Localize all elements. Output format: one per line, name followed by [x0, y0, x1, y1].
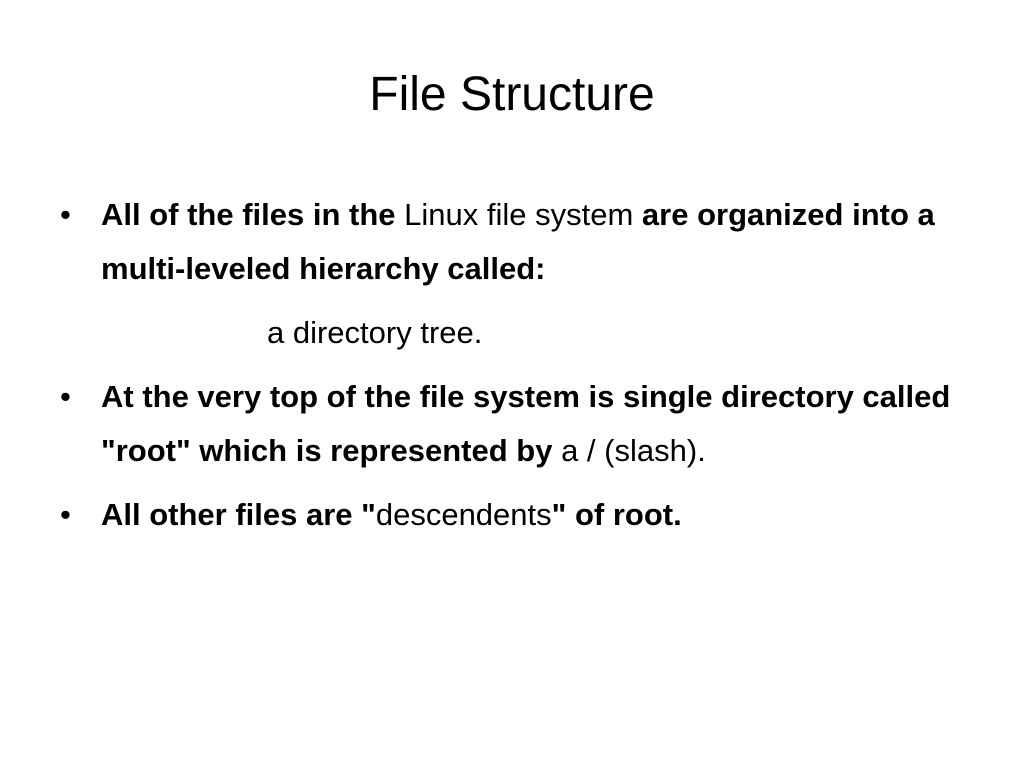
bullet-text-segment: At the very top of the file system is si…: [101, 379, 951, 468]
bullet-text-segment: Linux file system: [404, 197, 642, 232]
bullet-text-segment: All other files are ": [101, 497, 376, 532]
bullet-subline: a directory tree.: [267, 315, 483, 350]
bullet-dot-icon: •: [60, 197, 71, 232]
bullet-text-segment: " of root.: [551, 497, 682, 532]
bullet-item: • All of the files in the Linux file sys…: [58, 188, 958, 296]
bullet-dot-icon: •: [60, 497, 71, 532]
slide-title: File Structure: [369, 68, 655, 121]
bullet-dot-icon: •: [60, 379, 71, 414]
bullet-item: • All other files are "descendents" of r…: [58, 488, 958, 542]
bullet-text-segment: descendents: [375, 497, 552, 532]
bullet-text: All of the files in the Linux file syste…: [101, 197, 935, 286]
bullet-item: • At the very top of the file system is …: [58, 370, 958, 478]
bullet-text: At the very top of the file system is si…: [101, 379, 950, 468]
bullet-text: All other files are "descendents" of roo…: [101, 497, 682, 532]
bullet-text-segment: All of the files in the: [101, 197, 405, 232]
bullet-text-segment: are organized into a multi-leveled hiera…: [101, 197, 935, 286]
slide-body: • All of the files in the Linux file sys…: [58, 188, 958, 552]
bullet-text-segment: a / (slash).: [561, 433, 706, 468]
